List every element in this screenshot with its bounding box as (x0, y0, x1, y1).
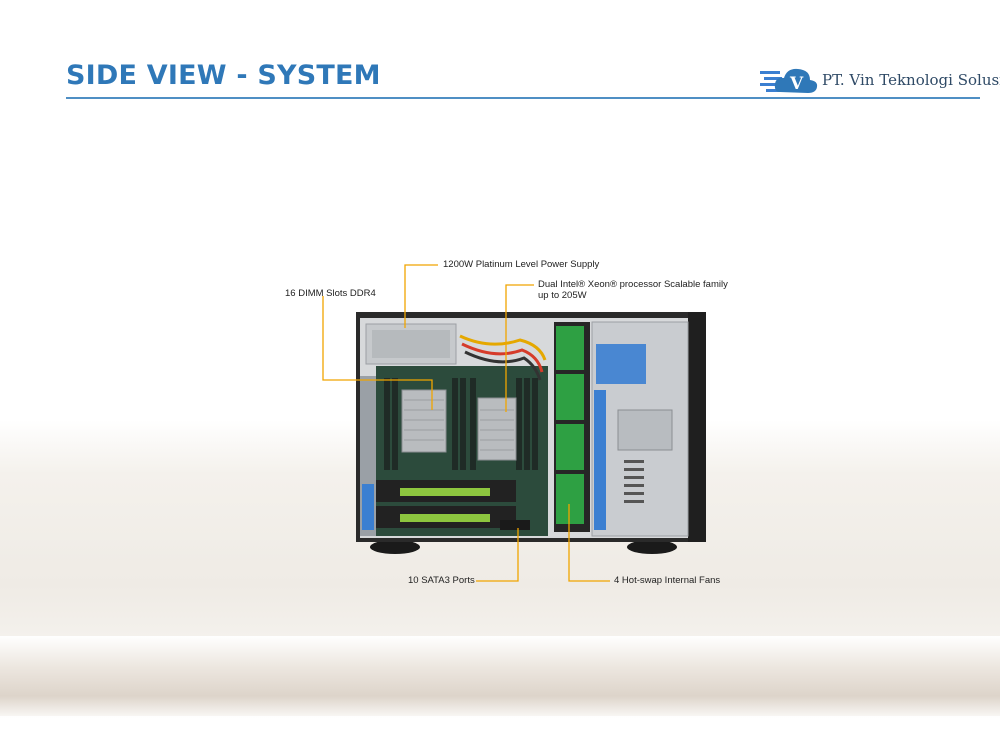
company-logo: V PT. Vin Teknologi Solusi (760, 62, 1000, 98)
fan-3 (556, 424, 584, 470)
pcie-brackets (362, 484, 374, 530)
title-divider (66, 97, 980, 99)
callout-processor-line1: Dual Intel® Xeon® processor Scalable fam… (538, 279, 728, 290)
vent-slots (624, 460, 644, 503)
fan-2 (556, 374, 584, 420)
drive-bay-window (617, 409, 673, 451)
fan-1 (556, 326, 584, 370)
callout-sata-ports: 10 SATA3 Ports (408, 575, 475, 586)
company-name: PT. Vin Teknologi Solusi (822, 71, 1000, 89)
callout-processor-line2: up to 205W (538, 290, 587, 301)
callout-power-supply: 1200W Platinum Level Power Supply (443, 259, 600, 270)
fan-4 (556, 474, 584, 524)
drive-bay-latch (596, 344, 646, 384)
callout-lines (322, 264, 610, 582)
drive-bay-rail (594, 390, 606, 530)
power-cables (459, 334, 547, 361)
background-shelf (0, 636, 1000, 716)
server-foot-left (370, 540, 420, 554)
cpu-heatsink-2 (477, 397, 517, 461)
front-bezel (688, 312, 706, 542)
sata-ports (500, 520, 530, 530)
page-title: SIDE VIEW - SYSTEM (66, 60, 381, 91)
dimm-slots (384, 378, 538, 470)
svg-text:V: V (789, 74, 804, 94)
server-foot-right (627, 540, 677, 554)
callout-fans: 4 Hot-swap Internal Fans (614, 575, 721, 586)
callout-dimm-slots: 16 DIMM Slots DDR4 (285, 288, 376, 299)
power-supply-panel (372, 330, 450, 358)
gpu-cards (376, 480, 516, 528)
cpu-heatsink-1 (401, 389, 447, 453)
cloud-logo-icon: V (760, 68, 818, 94)
